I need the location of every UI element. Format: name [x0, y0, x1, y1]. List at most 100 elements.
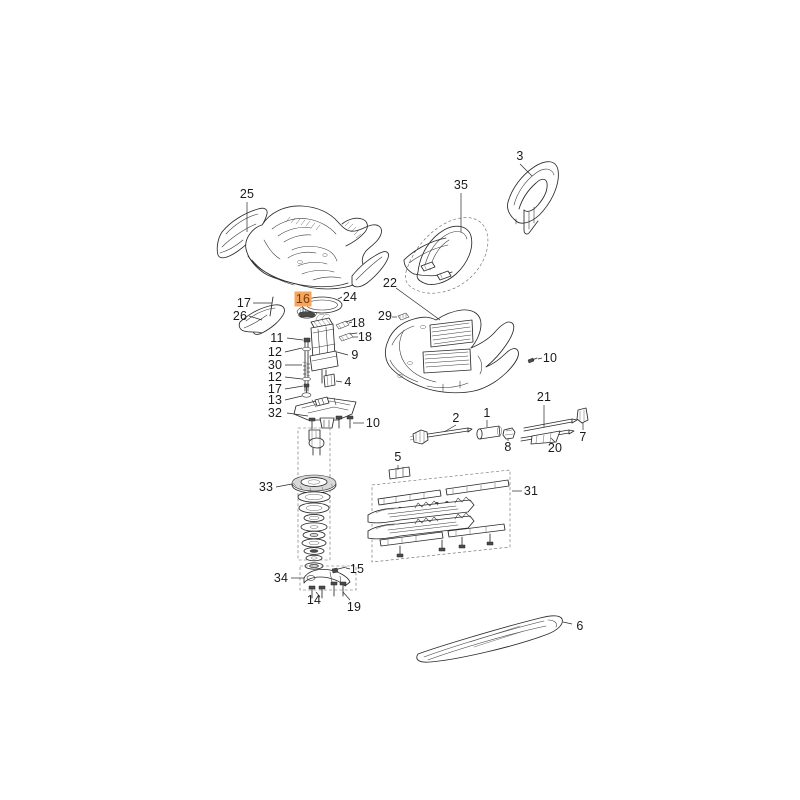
callout-label: 12 — [268, 370, 282, 384]
callout-label: 10 — [543, 351, 557, 365]
callout-7[interactable]: 7 — [579, 430, 586, 444]
callout-11[interactable]: 11 — [270, 331, 283, 345]
callout-17[interactable]: 17 — [237, 296, 251, 310]
part-blade-sheath — [416, 615, 563, 663]
leader-20 — [550, 437, 556, 443]
callout-18[interactable]: 18 — [351, 316, 365, 330]
callout-30[interactable]: 30 — [268, 358, 282, 372]
callout-34[interactable]: 34 — [274, 571, 288, 585]
part-housing-upper-shell — [245, 205, 389, 290]
part-switch-assembly — [409, 427, 473, 445]
callout-4[interactable]: 4 — [344, 375, 351, 389]
part-screw-10a — [308, 415, 354, 430]
callout-2[interactable]: 2 — [452, 411, 459, 425]
callout-label: 24 — [343, 290, 357, 304]
leader-12a — [284, 347, 303, 353]
callout-label: 10 — [366, 416, 380, 430]
callout-31[interactable]: 31 — [524, 484, 538, 498]
callout-22[interactable]: 22 — [383, 276, 397, 290]
callout-21[interactable]: 21 — [537, 390, 551, 404]
part-gearbox-stack — [291, 427, 337, 570]
callout-label: 1 — [483, 406, 490, 420]
callout-33[interactable]: 33 — [259, 480, 273, 494]
callout-24[interactable]: 24 — [343, 290, 357, 304]
leader-22 — [395, 287, 441, 321]
callout-17[interactable]: 17 — [268, 382, 282, 396]
part-wire-loop-bracket — [403, 217, 489, 294]
part-front-handle-guard — [216, 207, 268, 259]
leader-3 — [519, 163, 533, 177]
callout-14[interactable]: 14 — [307, 593, 321, 607]
callout-label: 35 — [454, 178, 468, 192]
callout-label: 14 — [307, 593, 321, 607]
callout-label: 6 — [576, 619, 583, 633]
part-column-fasteners — [301, 337, 312, 398]
leader-2 — [443, 424, 457, 433]
leader-32 — [286, 412, 309, 417]
callout-9[interactable]: 9 — [351, 348, 358, 362]
callout-label: 33 — [259, 480, 273, 494]
part-blade-carrier — [299, 565, 357, 599]
callout-10[interactable]: 10 — [366, 416, 380, 430]
part-small-clip — [397, 312, 410, 321]
callout-16-highlighted[interactable]: 16 — [294, 291, 312, 307]
part-bolt-15 — [331, 566, 347, 574]
callout-5[interactable]: 5 — [394, 450, 401, 464]
callout-29[interactable]: 29 — [378, 309, 392, 323]
callout-13[interactable]: 13 — [268, 393, 282, 407]
callout-12[interactable]: 12 — [268, 370, 282, 384]
leader-26 — [248, 315, 263, 321]
callout-label: 19 — [347, 600, 361, 614]
callout-3[interactable]: 3 — [516, 149, 523, 163]
callout-label: 5 — [394, 450, 401, 464]
callout-label: 29 — [378, 309, 392, 323]
callout-label: 18 — [351, 316, 365, 330]
callout-label: 17 — [268, 382, 282, 396]
callout-10[interactable]: 10 — [543, 351, 557, 365]
callout-label: 18 — [358, 330, 372, 344]
leader-14 — [315, 591, 321, 598]
part-blade-spacer — [388, 466, 411, 480]
callout-label: 20 — [548, 441, 562, 455]
callout-19[interactable]: 19 — [347, 600, 361, 614]
callout-label: 2 — [452, 411, 459, 425]
callout-label: 30 — [268, 358, 282, 372]
callout-highlight-box — [294, 291, 312, 307]
callout-label: 12 — [268, 345, 282, 359]
part-handle-trim-strip — [238, 304, 285, 335]
callout-15[interactable]: 15 — [350, 562, 364, 576]
callout-label: 3 — [516, 149, 523, 163]
callout-20[interactable]: 20 — [548, 441, 562, 455]
leader-10b — [537, 357, 543, 360]
leader-15 — [345, 567, 351, 570]
leader-18a — [348, 321, 353, 324]
callout-label: 7 — [579, 430, 586, 444]
callout-25[interactable]: 25 — [240, 187, 254, 201]
callout-label: 31 — [524, 484, 538, 498]
part-cutting-blade-set — [367, 469, 511, 563]
callout-6[interactable]: 6 — [576, 619, 583, 633]
leader-12b — [284, 376, 303, 380]
part-sleeve-1 — [476, 425, 502, 440]
callout-32[interactable]: 32 — [268, 406, 282, 420]
callout-label: 25 — [240, 187, 254, 201]
leader-4 — [335, 380, 343, 383]
part-connector-nut — [502, 427, 516, 440]
callout-label: 21 — [537, 390, 551, 404]
leader-6 — [562, 621, 573, 625]
callout-26[interactable]: 26 — [233, 309, 247, 323]
part-battery-cover — [507, 161, 559, 235]
leader-11 — [286, 337, 304, 341]
leader-17b — [284, 385, 304, 390]
callout-label: 13 — [268, 393, 282, 407]
callout-1[interactable]: 1 — [483, 406, 490, 420]
callout-35[interactable]: 35 — [454, 178, 468, 192]
callout-12[interactable]: 12 — [268, 345, 282, 359]
part-motor-mount-plate — [293, 396, 357, 429]
part-cable-grommet — [576, 407, 589, 424]
callout-label: 9 — [351, 348, 358, 362]
callout-18[interactable]: 18 — [358, 330, 372, 344]
callout-8[interactable]: 8 — [504, 440, 511, 454]
